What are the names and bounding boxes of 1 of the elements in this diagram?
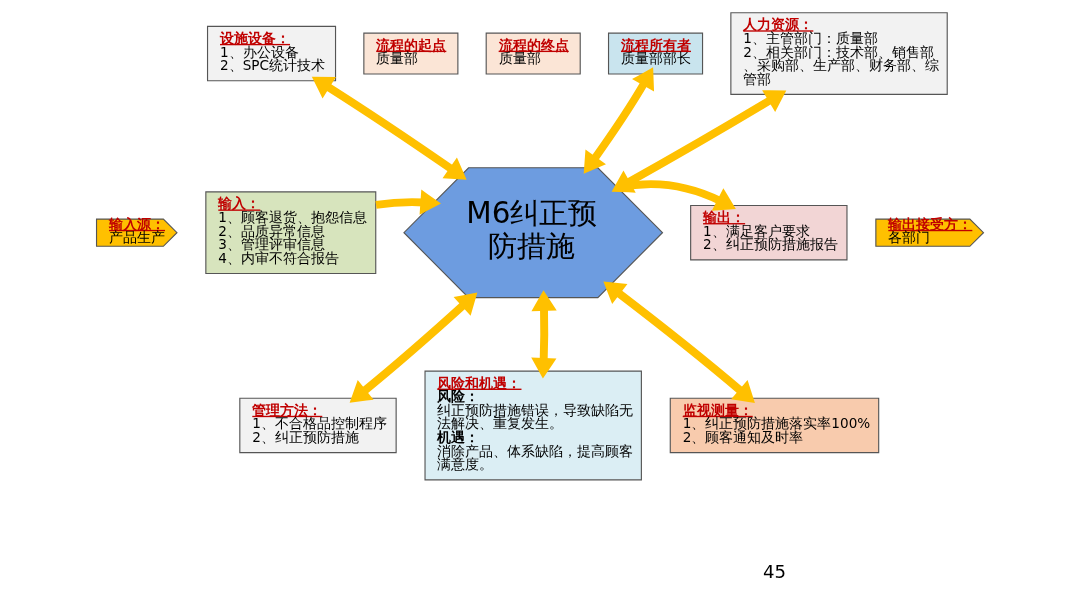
- label: 45: [762, 561, 786, 583]
